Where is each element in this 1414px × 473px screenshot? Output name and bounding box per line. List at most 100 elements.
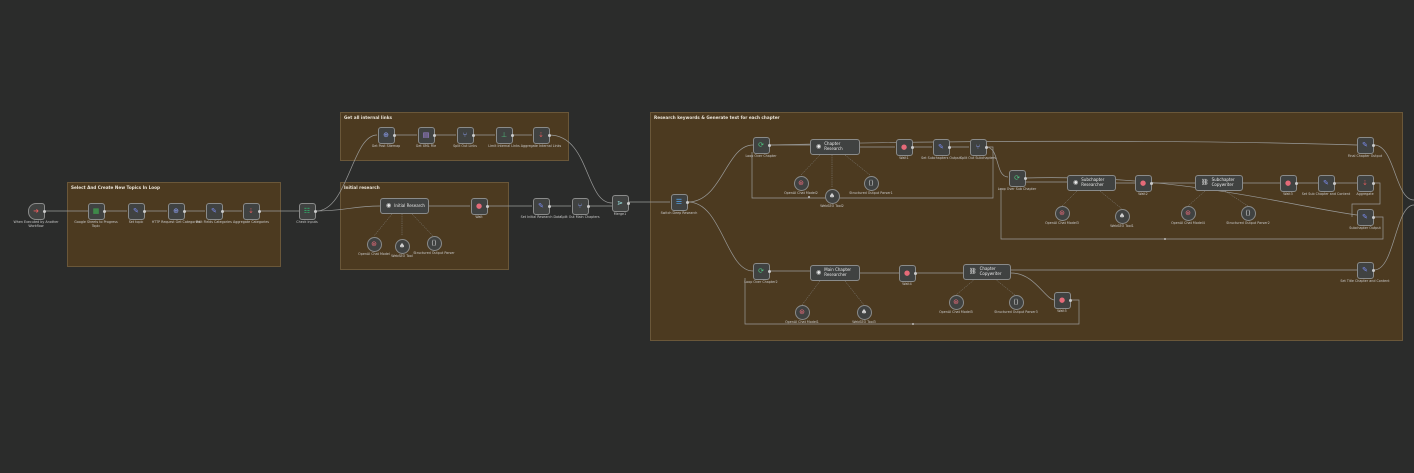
sub-connection — [1061, 190, 1078, 207]
node-settopic[interactable]: ✎ — [127, 202, 145, 220]
node-ws1[interactable]: ♠ — [394, 238, 410, 254]
output-port[interactable] — [985, 145, 988, 149]
output-port[interactable] — [258, 209, 261, 213]
node-label: Set Initial Research Data — [520, 215, 562, 219]
node-sop3[interactable]: ⟨⟩ — [1240, 205, 1256, 221]
node-switchdeep[interactable]: ☰ — [670, 193, 688, 211]
output-port[interactable] — [1372, 181, 1375, 185]
node-subchapout[interactable]: ✎ — [1356, 208, 1374, 226]
node-settitle[interactable]: ✎ — [1356, 261, 1374, 279]
node-loopchapter2[interactable]: ⟳ — [752, 262, 770, 280]
output-port[interactable] — [548, 133, 551, 137]
node-setsubcontent[interactable]: ✎ — [1317, 174, 1335, 192]
sticky-note-chapter-research[interactable]: Research keywords & Generate text for ea… — [650, 112, 1403, 341]
output-port[interactable] — [183, 209, 186, 213]
output-port[interactable] — [587, 204, 590, 208]
output-port[interactable] — [1372, 215, 1375, 219]
output-port[interactable] — [548, 204, 551, 208]
node-trigger[interactable]: ➜ — [27, 202, 45, 220]
node-agglinks[interactable]: ⇣ — [532, 126, 550, 144]
node-label: Split Out Main Chapters — [560, 215, 600, 219]
node-splitlinks[interactable]: ⑂ — [456, 126, 474, 144]
output-port[interactable] — [143, 209, 146, 213]
node-mainchapter[interactable]: ◉Main Chapter Researcher — [810, 265, 860, 281]
node-wait4[interactable]: ● — [1279, 174, 1297, 192]
node-wait6[interactable]: ● — [1053, 291, 1071, 309]
node-finalchap[interactable]: ✎ — [1356, 136, 1374, 154]
output-port[interactable] — [1333, 181, 1336, 185]
output-port[interactable] — [1150, 181, 1153, 185]
node-httpcat[interactable]: ⊕ — [167, 202, 185, 220]
node-wait3[interactable]: ● — [1134, 174, 1152, 192]
output-port[interactable] — [1069, 298, 1072, 302]
node-aggcat[interactable]: ⇣ — [242, 202, 260, 220]
output-port[interactable] — [768, 143, 771, 147]
node-initialresearch[interactable]: ◉Initial Research — [380, 198, 429, 214]
output-port[interactable] — [511, 133, 514, 137]
node-ws2[interactable]: ♠ — [824, 188, 840, 204]
trigger-icon: ➜ — [33, 206, 39, 215]
node-label: When Executed by Another Workflow — [13, 220, 59, 228]
node-oai1[interactable]: ⊛ — [366, 236, 382, 252]
node-splitmain[interactable]: ⑂ — [571, 197, 589, 215]
output-port[interactable] — [911, 145, 914, 149]
node-oai5[interactable]: ⊛ — [794, 304, 810, 320]
output-port[interactable] — [314, 209, 317, 213]
node-subcopy[interactable]: ⛓Subchapter Copywriter — [1195, 175, 1243, 191]
sub-connection — [1099, 190, 1123, 210]
node-sop1[interactable]: ⟨⟩ — [426, 235, 442, 251]
output-port[interactable] — [393, 133, 396, 137]
node-oai3[interactable]: ⊛ — [1054, 205, 1070, 221]
output-port[interactable] — [486, 204, 489, 208]
output-port[interactable] — [1295, 181, 1298, 185]
sticky-note-initial-research[interactable]: Initial research — [340, 182, 509, 270]
output-port[interactable] — [103, 209, 106, 213]
node-getposts[interactable]: ⊕ — [377, 126, 395, 144]
node-googlesheet[interactable]: ▦ — [87, 202, 105, 220]
node-ws3[interactable]: ♠ — [1114, 208, 1130, 224]
node-xmlfile[interactable]: ▤ — [417, 126, 435, 144]
node-setsub[interactable]: ✎ — [932, 138, 950, 156]
output-port[interactable] — [433, 133, 436, 137]
tool-icon: ♠ — [860, 307, 868, 316]
node-setresearch[interactable]: ✎ — [532, 197, 550, 215]
output-port[interactable] — [472, 133, 475, 137]
node-wait5[interactable]: ● — [898, 264, 916, 282]
output-port[interactable] — [627, 201, 630, 205]
code-icon: ⟨⟩ — [868, 178, 874, 187]
pause-icon: ● — [900, 142, 908, 151]
node-oai4[interactable]: ⊛ — [1180, 205, 1196, 221]
sticky-note-topics[interactable]: Select And Create New Topics In Loop — [67, 182, 281, 267]
node-aggsub[interactable]: ⇣ — [1356, 174, 1374, 192]
node-checkinputs[interactable]: ☷ — [298, 202, 316, 220]
output-port[interactable] — [948, 145, 951, 149]
node-wait1[interactable]: ● — [470, 197, 488, 215]
node-sop4[interactable]: ⟨⟩ — [1008, 294, 1024, 310]
node-oai2[interactable]: ⊛ — [793, 175, 809, 191]
node-loopsub[interactable]: ⟳ — [1008, 169, 1026, 187]
node-loopchapter[interactable]: ⟳ — [752, 136, 770, 154]
output-port[interactable] — [1372, 143, 1375, 147]
node-wait2[interactable]: ● — [895, 138, 913, 156]
node-sop2[interactable]: ⟨⟩ — [863, 175, 879, 191]
output-port[interactable] — [1372, 268, 1375, 272]
node-splitsub[interactable]: ⑂ — [969, 138, 987, 156]
output-port[interactable] — [914, 271, 917, 275]
output-port[interactable] — [1024, 176, 1027, 180]
node-chaptercopy[interactable]: ⛓Chapter Copywriter — [963, 264, 1011, 280]
connection — [1373, 204, 1414, 271]
output-port[interactable] — [43, 209, 46, 213]
node-limitlinks[interactable]: ⊥ — [495, 126, 513, 144]
node-ws4[interactable]: ♠ — [856, 304, 872, 320]
output-port[interactable] — [768, 269, 771, 273]
node-editcat[interactable]: ✎ — [205, 202, 223, 220]
node-oai6[interactable]: ⊛ — [948, 294, 964, 310]
node-merge1[interactable]: ⋗ — [611, 194, 629, 212]
node-label: WebSEO Tool — [391, 254, 413, 258]
output-port[interactable] — [221, 209, 224, 213]
output-port[interactable] — [686, 200, 689, 204]
node-subresearch[interactable]: ◉Subchapter Researcher — [1067, 175, 1116, 191]
openai-icon: ⊛ — [798, 178, 804, 187]
node-chapterresearch[interactable]: ◉Chapter Research — [810, 139, 860, 155]
